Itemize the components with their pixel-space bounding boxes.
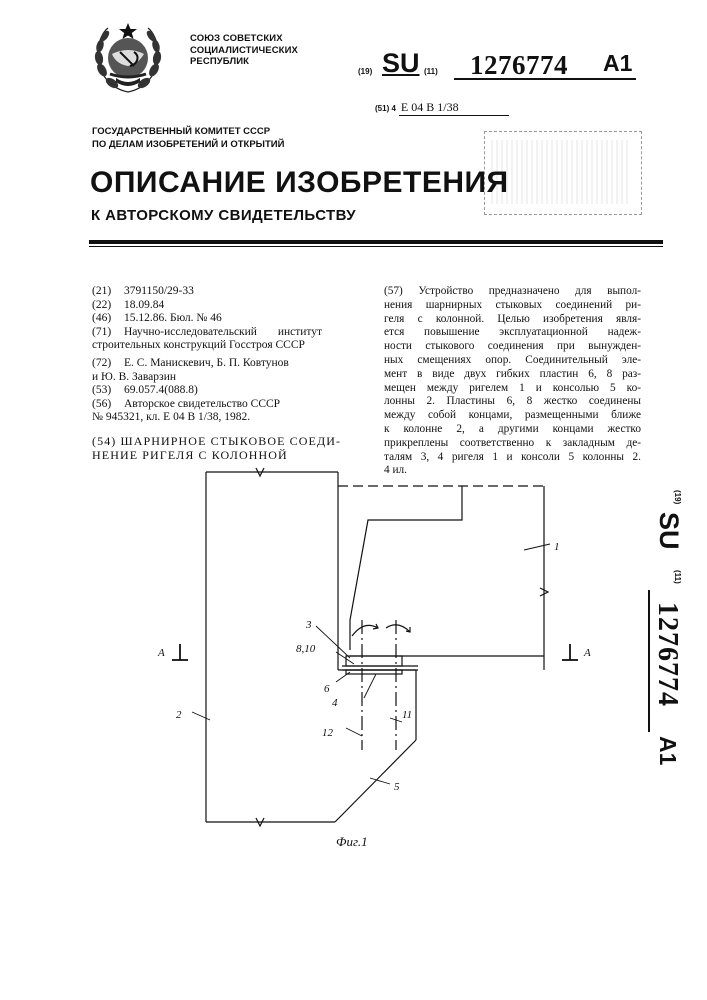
field-value: Научно-исследовательский институт xyxy=(124,326,362,340)
field-code: (21) xyxy=(92,285,124,299)
abstract-line: нения шарнирных стыковых соединений ри- xyxy=(384,299,641,313)
field-value: Е. С. Манискевич, Б. П. Ковтунов xyxy=(124,357,362,371)
label-8-10: 8,10 xyxy=(296,643,316,655)
figure-caption: Фиг.1 xyxy=(336,834,368,849)
abstract: (57) Устройство предназначено для выпол-… xyxy=(384,285,641,478)
leader-1 xyxy=(524,544,550,550)
field-72: (72)Е. С. Манискевич, Б. П. Ковтунов xyxy=(92,357,362,371)
side-code-11: (11) xyxy=(673,570,682,584)
abstract-line: прикреплены соответственно к закладным д… xyxy=(384,437,641,451)
abstract-line: ных смещениях опор. Соединительный эле- xyxy=(384,354,641,368)
stamp-texture xyxy=(491,140,631,204)
embedded-part-3 xyxy=(346,656,402,666)
field-value: 69.057.4(088.8) xyxy=(124,384,362,398)
number-underline xyxy=(454,78,636,80)
label-11: 11 xyxy=(402,709,412,721)
code-11: (11) xyxy=(424,67,438,76)
side-code-19: (19) xyxy=(673,490,682,504)
label-2: 2 xyxy=(176,709,182,721)
label-6: 6 xyxy=(324,683,330,695)
abstract-line: ности стыкового соединения при вынужден- xyxy=(384,340,641,354)
field-21: (21)3791150/29-33 xyxy=(92,285,362,299)
union-name: СОЮЗ СОВЕТСКИХ СОЦИАЛИСТИЧЕСКИХ РЕСПУБЛИ… xyxy=(190,33,298,68)
ipc-class: E 04 B 1/38 xyxy=(399,100,509,116)
section-label-left: A xyxy=(157,647,165,659)
rotation-arrow-left xyxy=(352,625,378,636)
document-subtitle: К АВТОРСКОМУ СВИДЕТЕЛЬСТВУ xyxy=(91,207,356,224)
field-46: (46)15.12.86. Бюл. № 46 xyxy=(92,312,362,326)
abstract-line: ется повышение эксплуатационной надеж- xyxy=(384,326,641,340)
document-title: ОПИСАНИЕ ИЗОБРЕТЕНИЯ xyxy=(90,166,509,200)
leader-4 xyxy=(364,674,376,698)
bibliographic-data: (21)3791150/29-33 (22)18.09.84 (46)15.12… xyxy=(92,285,362,462)
console-slope xyxy=(335,740,416,822)
field-code: (22) xyxy=(92,299,124,313)
field-56-cont: № 945321, кл. Е 04 В 1/38, 1982. xyxy=(92,411,362,425)
embedded-part-4 xyxy=(346,670,402,674)
field-53: (53)69.057.4(088.8) xyxy=(92,384,362,398)
section-label-right: A xyxy=(583,647,591,659)
publication-number: (19) SU (11) 1276774 A1 xyxy=(358,45,658,81)
leader-3 xyxy=(316,626,350,658)
committee-line-1: ГОСУДАРСТВЕННЫЙ КОМИТЕТ СССР xyxy=(92,126,284,139)
ussr-emblem xyxy=(90,20,166,98)
header-rule-thin xyxy=(89,246,663,247)
field-value: 15.12.86. Бюл. № 46 xyxy=(124,312,362,326)
field-56: (56)Авторское свидетельство СССР xyxy=(92,398,362,412)
committee-name: ГОСУДАРСТВЕННЫЙ КОМИТЕТ СССР ПО ДЕЛАМ ИЗ… xyxy=(92,126,284,151)
abstract-line: к колонне 2, а другими концами жестко xyxy=(384,423,641,437)
union-line-2: СОЦИАЛИСТИЧЕСКИХ xyxy=(190,45,298,57)
header-rule xyxy=(89,240,663,244)
field-code: (56) xyxy=(92,398,124,412)
classification: (51) 4 E 04 B 1/38 xyxy=(375,100,509,116)
label-1: 1 xyxy=(554,541,560,553)
field-71: (71)Научно-исследовательский институт xyxy=(92,326,362,340)
field-72-cont: и Ю. В. Заварзин xyxy=(92,371,362,385)
patent-number: 1276774 xyxy=(470,50,568,81)
union-line-1: СОЮЗ СОВЕТСКИХ xyxy=(190,33,298,45)
label-12: 12 xyxy=(322,727,334,739)
invention-title-line-1: (54) ШАРНИРНОЕ СТЫКОВОЕ СОЕДИ- xyxy=(92,435,362,449)
field-value: 3791150/29-33 xyxy=(124,285,362,299)
leader-2 xyxy=(192,712,210,720)
abstract-line: геля с колонной. Целью изобретения явля- xyxy=(384,313,641,327)
field-value: 18.09.84 xyxy=(124,299,362,313)
abstract-line: (57) Устройство предназначено для выпол- xyxy=(384,285,641,299)
field-code: (46) xyxy=(92,312,124,326)
country-code: SU xyxy=(382,48,420,79)
abstract-line: мещен между ригелем 1 и консолью 5 ко- xyxy=(384,382,641,396)
field-code: (71) xyxy=(92,326,124,340)
abstract-line: мент в виде двух гибких пластин 6, 8 раз… xyxy=(384,368,641,382)
kind-code: A1 xyxy=(603,50,632,77)
leader-6 xyxy=(336,672,350,682)
label-3: 3 xyxy=(305,619,312,631)
committee-line-2: ПО ДЕЛАМ ИЗОБРЕТЕНИЙ И ОТКРЫТИЙ xyxy=(92,139,284,152)
side-kind-code: A1 xyxy=(654,736,681,765)
field-71-cont: строительных конструкций Госстроя СССР xyxy=(92,339,362,353)
field-value: Авторское свидетельство СССР xyxy=(124,398,362,412)
field-22: (22)18.09.84 xyxy=(92,299,362,313)
code-19: (19) xyxy=(358,67,372,76)
union-line-3: РЕСПУБЛИК xyxy=(190,56,298,68)
field-code: (53) xyxy=(92,384,124,398)
side-publication-number: (19) SU (11) 1276774 A1 xyxy=(646,490,686,780)
field-code: (72) xyxy=(92,357,124,371)
code-51: (51) 4 xyxy=(375,104,396,113)
abstract-line: между собой концами, размещенными ближе xyxy=(384,409,641,423)
leader-12 xyxy=(346,728,362,736)
side-underline xyxy=(649,590,651,732)
figure-1-drawing: 1 2 3 4 5 6 8,10 11 12 A A Фиг.1 xyxy=(150,460,620,860)
side-patent-number: 1276774 xyxy=(651,602,683,707)
label-4: 4 xyxy=(332,697,338,709)
side-country-code: SU xyxy=(653,512,684,550)
label-5: 5 xyxy=(394,781,400,793)
abstract-line: лонны 2. Пластины 6, 8 жестко соединены xyxy=(384,395,641,409)
